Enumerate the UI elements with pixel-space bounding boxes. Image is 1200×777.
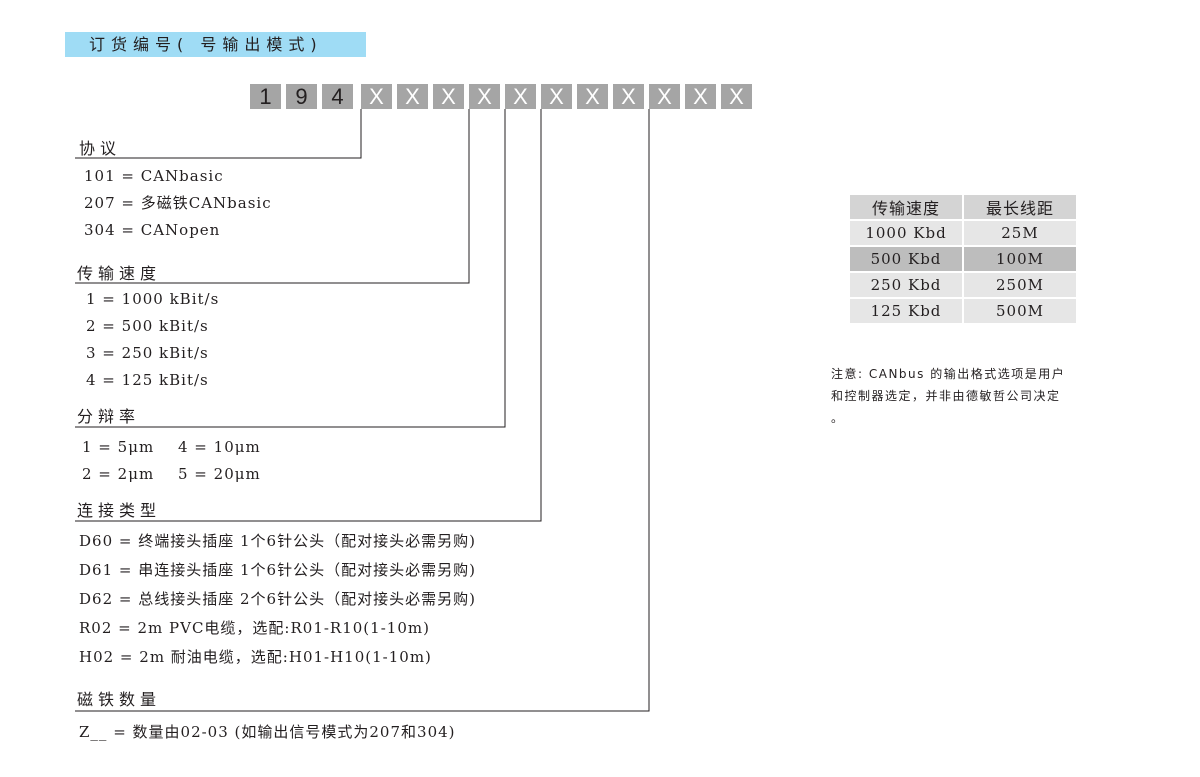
connection-title: 连接类型 (77, 501, 162, 520)
table-cell: 500 Kbd (850, 247, 964, 271)
table-cell: 125 Kbd (850, 299, 964, 323)
code-digit: 4 (322, 84, 353, 109)
speed-option: 2 = 500 kBit/s (86, 317, 209, 335)
speed-option: 4 = 125 kBit/s (86, 371, 209, 389)
protocol-option: 304 = CANopen (84, 221, 221, 239)
protocol-title: 协议 (79, 139, 122, 158)
table-row: 1000 Kbd 25M (850, 221, 1076, 245)
table-header: 最长线距 (964, 195, 1076, 219)
resolution-connector (75, 109, 506, 428)
table-row: 250 Kbd 250M (850, 273, 1076, 297)
table-cell: 250 Kbd (850, 273, 964, 297)
order-code-banner: 订货编号( 号输出模式) (65, 32, 366, 57)
note-line: 注意: CANbus 的输出格式选项是用户 (831, 367, 1066, 381)
code-placeholder: X (433, 84, 464, 109)
resolution-option: 2 = 2μm (82, 465, 155, 483)
table-cell: 100M (964, 247, 1076, 271)
code-placeholder: X (649, 84, 680, 109)
connection-option: D62 = 总线接头插座 2个6针公头（配对接头必需另购) (79, 590, 476, 608)
connection-option: H02 = 2m 耐油电缆，选配:H01-H10(1-10m) (79, 648, 432, 666)
protocol-connector (75, 109, 362, 159)
code-placeholder: X (361, 84, 392, 109)
connection-option: R02 = 2m PVC电缆，选配:R01-R10(1-10m) (79, 619, 430, 637)
code-digit: 1 (250, 84, 281, 109)
code-placeholder: X (613, 84, 644, 109)
magnets-title: 磁铁数量 (77, 690, 162, 709)
note-line: 。 (831, 411, 845, 425)
protocol-option: 101 = CANbasic (84, 167, 224, 185)
code-placeholder: X (397, 84, 428, 109)
connection-option: D60 = 终端接头插座 1个6针公头（配对接头必需另购) (79, 532, 476, 550)
resolution-option: 4 = 10μm (178, 438, 261, 456)
code-digit: 9 (286, 84, 317, 109)
table-header: 传输速度 (850, 195, 964, 219)
code-placeholder: X (721, 84, 752, 109)
speed-connector (75, 109, 470, 284)
code-placeholder: X (505, 84, 536, 109)
table-cell: 1000 Kbd (850, 221, 964, 245)
table-header-row: 传输速度 最长线距 (850, 195, 1076, 219)
connection-connector (75, 109, 542, 522)
table-row: 125 Kbd 500M (850, 299, 1076, 323)
resolution-title: 分辩率 (77, 407, 141, 426)
code-placeholder: X (685, 84, 716, 109)
table-cell: 25M (964, 221, 1076, 245)
magnets-option: Z__ = 数量由02-03 (如输出信号模式为207和304) (79, 723, 456, 741)
table-row: 500 Kbd 100M (850, 247, 1076, 271)
speed-title: 传输速度 (77, 264, 162, 283)
protocol-option: 207 = 多磁铁CANbasic (84, 194, 272, 212)
resolution-option: 1 = 5μm (82, 438, 155, 456)
speed-distance-table: 传输速度 最长线距 1000 Kbd 25M 500 Kbd 100M 250 … (850, 193, 1076, 325)
magnets-connector (75, 109, 650, 712)
connection-option: D61 = 串连接头插座 1个6针公头（配对接头必需另购) (79, 561, 476, 579)
code-placeholder: X (541, 84, 572, 109)
table-cell: 250M (964, 273, 1076, 297)
code-placeholder: X (469, 84, 500, 109)
note-line: 和控制器选定，并非由德敏哲公司决定 (831, 389, 1061, 403)
note-text: 注意: CANbus 的输出格式选项是用户 和控制器选定，并非由德敏哲公司决定 … (831, 363, 1111, 429)
table-cell: 500M (964, 299, 1076, 323)
resolution-option: 5 = 20μm (178, 465, 261, 483)
speed-option: 1 = 1000 kBit/s (86, 290, 220, 308)
code-placeholder: X (577, 84, 608, 109)
speed-option: 3 = 250 kBit/s (86, 344, 209, 362)
